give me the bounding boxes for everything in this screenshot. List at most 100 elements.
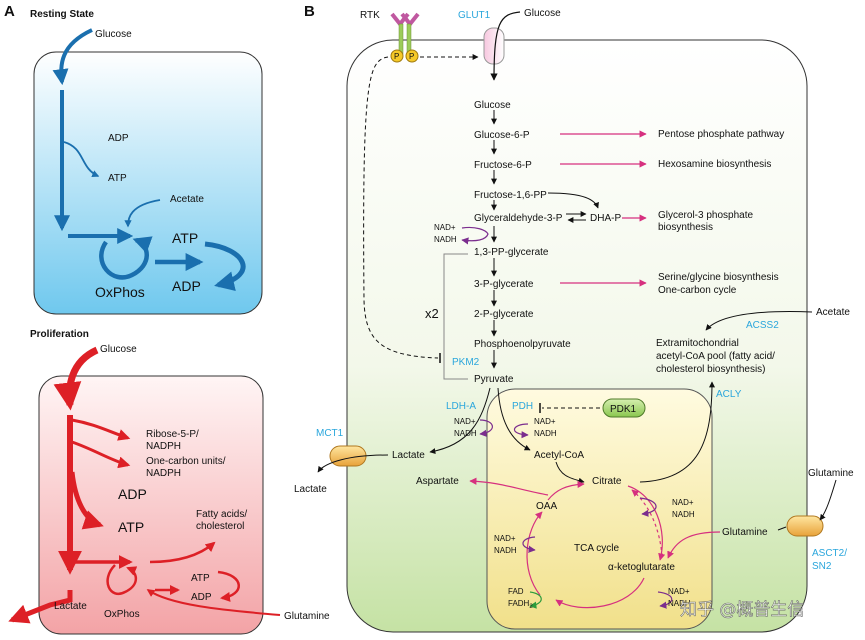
pkm2-label: PKM2 xyxy=(452,357,480,368)
prolif-onecarbon-2: NADPH xyxy=(146,468,181,479)
glycolysis-arrows xyxy=(491,110,599,369)
glycolysis-4: Glyceraldehyde-3-P xyxy=(474,213,563,224)
glycolysis-2: Fructose-6-P xyxy=(474,160,532,171)
resting-atp-big: ATP xyxy=(172,230,198,246)
acetylcoa-label: Acetyl-CoA xyxy=(534,450,584,461)
extra-1: Extramitochondrial xyxy=(656,338,739,349)
prolif-adp-big: ADP xyxy=(118,486,147,502)
acetate-label: Acetate xyxy=(816,307,850,318)
fadh2-label: FADH2 xyxy=(508,599,533,610)
ldha-label: LDH-A xyxy=(446,401,476,412)
proliferation-title: Proliferation xyxy=(30,329,89,340)
extra-3: cholesterol biosynthesis) xyxy=(656,364,766,375)
fad-label: FAD xyxy=(508,587,524,596)
citrate-export-arrow xyxy=(639,381,715,483)
glutamine-to-akg xyxy=(667,531,721,559)
nad-cycle-oaa xyxy=(522,536,536,553)
resting-glucose: Glucose xyxy=(95,29,132,40)
citrate-label: Citrate xyxy=(592,476,622,487)
glutamine-in: Glutamine xyxy=(722,527,768,538)
phospho-2: P xyxy=(409,52,414,61)
prolif-glucose: Glucose xyxy=(100,344,137,355)
nadh-citrate: NADH xyxy=(672,510,695,519)
watermark: 知乎 @概普生信 xyxy=(680,600,804,620)
side-serine-1: Serine/glycine biosynthesis xyxy=(658,272,779,283)
glucose-out: Glucose xyxy=(524,8,561,19)
glycolysis-9: Pyruvate xyxy=(474,374,514,385)
asct2-transporter xyxy=(786,515,824,537)
nadh-ldha: NADH xyxy=(454,429,477,438)
lactate-export-arrow xyxy=(317,454,389,473)
oaa-label: OAA xyxy=(536,501,557,512)
side-hexosamine: Hexosamine biosynthesis xyxy=(658,159,771,170)
glycolysis-8: Phosphoenolpyruvate xyxy=(474,339,571,350)
resting-adp: ADP xyxy=(108,133,129,144)
resting-title: Resting State xyxy=(30,9,94,20)
asct2-label-2: SN2 xyxy=(812,561,832,572)
x2-label: x2 xyxy=(425,306,439,321)
glutamine-out: Glutamine xyxy=(808,468,854,479)
nad-cycle-pdh xyxy=(513,423,529,439)
rtk-label: RTK xyxy=(360,10,380,21)
side-ppp: Pentose phosphate pathway xyxy=(658,129,784,140)
glycolysis-3: Fructose-1,6-PP xyxy=(474,190,547,201)
glycolysis-1: Glucose-6-P xyxy=(474,130,530,141)
prolif-fatty-2: cholesterol xyxy=(196,521,244,532)
glutamine-entry-line xyxy=(777,526,787,531)
nad-cycle-gap xyxy=(461,226,489,245)
extra-2: acetyl-CoA pool (fatty acid/ xyxy=(656,351,775,362)
lactate-out: Lactate xyxy=(294,484,327,495)
dhap-label: DHA-P xyxy=(590,213,621,224)
nad-plus-citrate: NAD+ xyxy=(672,498,694,507)
tca-label: TCA cycle xyxy=(574,543,619,554)
prolif-atp-small: ATP xyxy=(191,573,210,584)
prolif-onecarbon: One-carbon units/ xyxy=(146,456,226,467)
side-glycerol-2: biosynthesis xyxy=(658,222,713,233)
glycolysis-0: Glucose xyxy=(474,100,511,111)
acly-label: ACLY xyxy=(716,389,742,400)
mitochondrion xyxy=(486,388,713,630)
pdh-label: PDH xyxy=(512,401,533,412)
acss2-label: ACSS2 xyxy=(746,320,779,331)
lactate-in: Lactate xyxy=(392,450,425,461)
tca-cycle-ring xyxy=(526,480,666,609)
resting-arrows xyxy=(52,28,246,292)
acetate-arrow xyxy=(705,311,813,331)
nad-cycle-ldha xyxy=(479,419,493,437)
resting-cell xyxy=(33,51,263,315)
glycolysis-6: 3-P-glycerate xyxy=(474,279,534,290)
nadh-gap: NADH xyxy=(434,235,457,244)
pdk1-node xyxy=(602,398,646,418)
nad-cycle-akg xyxy=(657,591,673,609)
nad-plus-akg: NAD+ xyxy=(668,587,690,596)
reductive-carboxylation xyxy=(631,489,663,557)
resting-adp-big: ADP xyxy=(172,278,201,294)
resting-oxphos: OxPhos xyxy=(95,284,145,300)
prolif-glutamine: Glutamine xyxy=(284,611,330,622)
prolif-ribose: Ribose-5-P/ xyxy=(146,429,199,440)
pyruvate-to-acetylcoa xyxy=(497,387,531,451)
nad-plus-pdh: NAD+ xyxy=(534,417,556,426)
nadh-akg: NADH xyxy=(668,599,691,608)
prolif-fatty: Fatty acids/ xyxy=(196,509,247,520)
glutamine-import-arrow xyxy=(819,479,837,521)
glycolysis-5: 1,3-PP-glycerate xyxy=(474,247,549,258)
pdk1-label: PDK1 xyxy=(610,404,637,415)
panel-b-label: B xyxy=(304,3,315,20)
aspartate-label: Aspartate xyxy=(416,476,459,487)
prolif-atp-big: ATP xyxy=(118,519,144,535)
glycolysis-7: 2-P-glycerate xyxy=(474,309,534,320)
fad-cycle xyxy=(529,591,542,609)
rtk-to-pkm2-inhibition xyxy=(363,56,439,359)
prolif-lactate: Lactate xyxy=(54,601,87,612)
nad-plus-oaa: NAD+ xyxy=(494,534,516,543)
resting-atp: ATP xyxy=(108,173,127,184)
resting-acetate: Acetate xyxy=(170,194,204,205)
x2-bracket xyxy=(443,253,468,380)
nad-cycle-citrate xyxy=(639,497,657,517)
glucose-uptake-arrow xyxy=(490,11,521,81)
nad-plus-ldha: NAD+ xyxy=(454,417,476,426)
prolif-adp-small: ADP xyxy=(191,592,212,603)
pyruvate-to-lactate xyxy=(429,387,491,455)
